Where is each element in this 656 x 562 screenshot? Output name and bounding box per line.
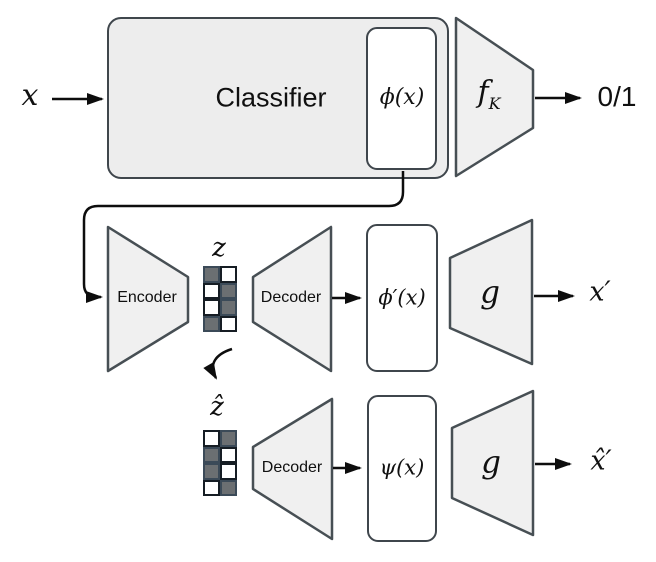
latent-cell-inactive	[220, 266, 237, 283]
x-prime-output-label: x′	[589, 276, 611, 308]
generator-bottom-shape	[450, 389, 535, 537]
classifier-label: Classifier	[215, 82, 327, 113]
latent-cell-active	[203, 315, 220, 332]
latent-cell-active	[220, 430, 237, 447]
latent-cell-active	[203, 446, 220, 463]
latent-cell-active	[220, 479, 237, 496]
latent-cell-inactive	[220, 315, 237, 332]
latent-cell-inactive	[220, 446, 237, 463]
generator-bottom-label: g	[481, 444, 501, 481]
fk-label-main: f	[477, 75, 489, 110]
fk-label-subscript: K	[488, 94, 501, 113]
latent-cell-inactive	[220, 463, 237, 480]
binary-output-label: 0/1	[597, 81, 637, 112]
feature-box-psi	[367, 395, 437, 542]
generator-mid-label: g	[480, 274, 500, 311]
latent-cell-inactive	[203, 299, 220, 316]
latent-z-label: z	[212, 233, 226, 263]
decoder-bottom-shape	[251, 397, 334, 541]
latent-cell-inactive	[203, 479, 220, 496]
input-label: x	[21, 78, 39, 113]
latent-cell-active	[220, 282, 237, 299]
latent-z-hat-label: ẑ	[210, 392, 224, 422]
psi-box-label: ψ(x)	[379, 455, 425, 480]
decoder-bottom-label: Decoder	[261, 459, 323, 476]
latent-cell-active	[220, 299, 237, 316]
latent-cell-active	[203, 463, 220, 480]
feature-box-phi	[366, 27, 437, 170]
decoder-mid-label: Decoder	[260, 289, 322, 306]
encoder-label: Encoder	[117, 289, 177, 306]
latent-cell-inactive	[203, 282, 220, 299]
x-hat-prime-output-label: x̂′	[590, 445, 612, 477]
phi-box-label: ϕ(x)	[379, 85, 425, 110]
latent-cell-active	[203, 266, 220, 283]
fk-funnel-shape	[454, 16, 535, 178]
latent-grid-z-hat	[203, 430, 237, 496]
latent-grid-z	[203, 266, 237, 332]
phi-prime-box-label: ϕ′(x)	[378, 285, 426, 310]
latent-cell-inactive	[203, 430, 220, 447]
fk-label: fK	[477, 78, 500, 112]
generator-mid-shape	[448, 218, 534, 366]
